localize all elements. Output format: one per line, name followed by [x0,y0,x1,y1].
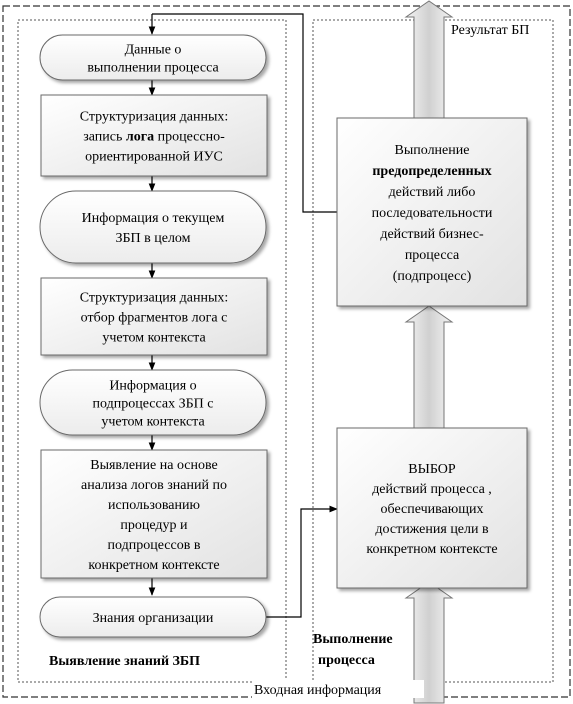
node-n8-line: процесса [405,248,460,263]
right-panel-caption-line1: Выполнение [313,632,393,647]
node-n8: Выполнение предопределенных действий либо п… [336,117,528,307]
node-n1-box [39,34,267,81]
input-label-bg [252,680,424,698]
node-n4-box [40,277,268,356]
node-n4: Структуризация данных: отбор фрагментов л… [40,277,268,356]
node-n9-line: конкретном контексте [366,542,497,557]
node-n9-line: ВЫБОР [408,462,456,477]
result-label: Результат БП [451,23,529,38]
node-n8-line: последовательности [372,206,493,221]
node-n5-line: учетом контекста [101,415,205,430]
node-n2-line: ориентированной ИУС [85,150,223,165]
right-panel-caption-line2: процесса [318,653,375,668]
node-n2-line: Структуризация данных: [80,110,229,125]
node-n9: ВЫБОР действий процесса , обеспечивающих до… [336,427,528,589]
node-n5-line: подпроцессах ЗБП с [93,397,214,412]
node-n7-box [39,596,267,638]
node-n9-line: действий процесса , [372,482,492,497]
arrow-select-to-exec [404,305,454,429]
node-n1-line: Данные о [125,43,182,58]
node-n1-line: выполнении процесса [87,61,219,76]
node-n9-line: обеспечивающих [381,502,484,517]
node-n8-line: Выполнение [395,143,470,158]
node-n6-line: использованию [108,498,200,513]
node-n8-line: действий бизнес- [380,227,484,242]
node-n6-line: процедур и [120,518,188,533]
result-arrow [404,0,454,119]
node-n7-line: Знания организации [93,611,214,626]
node-n9-box [336,427,528,589]
node-n5-box [39,369,267,436]
node-n2: Структуризация данных: запись лога процес… [40,94,268,177]
node-n4-line: учетом контекста [102,331,206,346]
node-n6-line: подпроцессов в [108,538,201,553]
node-n8-line: предопределенных [372,164,491,179]
node-n5: Информация о подпроцессах ЗБП с учетом кон… [39,369,267,436]
node-n9-line: достижения цели в [375,522,489,537]
node-n6: Выявление на основе анализа логов знаний … [40,449,268,579]
node-n7: Знания организации [39,596,267,638]
node-n3-line: Информация о текущем [82,211,225,226]
input-label: Входная информация [254,683,382,698]
node-n5-line: Информация о [109,379,196,394]
node-n3-line: ЗБП в целом [115,231,190,246]
node-n6-box [40,449,268,579]
node-n1: Данные о выполнении процесса [39,34,267,81]
input-arrow [404,581,454,704]
node-n6-line: конкретном контексте [88,558,219,573]
connectors [148,13,338,618]
node-n6-line: анализа логов знаний по [81,478,227,493]
left-panel-caption: Выявление знаний ЗБП [49,654,200,669]
node-n2-line: запись лога процессно- [83,130,225,145]
node-n8-line: действий либо [389,185,476,200]
node-n2-box [40,94,268,177]
node-n4-line: отбор фрагментов лога с [81,311,228,326]
node-n4-line: Структуризация данных: [80,291,229,306]
node-n8-line: (подпроцесс) [393,269,472,284]
node-n8-box [336,117,528,307]
node-n6-line: Выявление на основе [90,458,218,473]
node-n3-box [39,190,267,264]
